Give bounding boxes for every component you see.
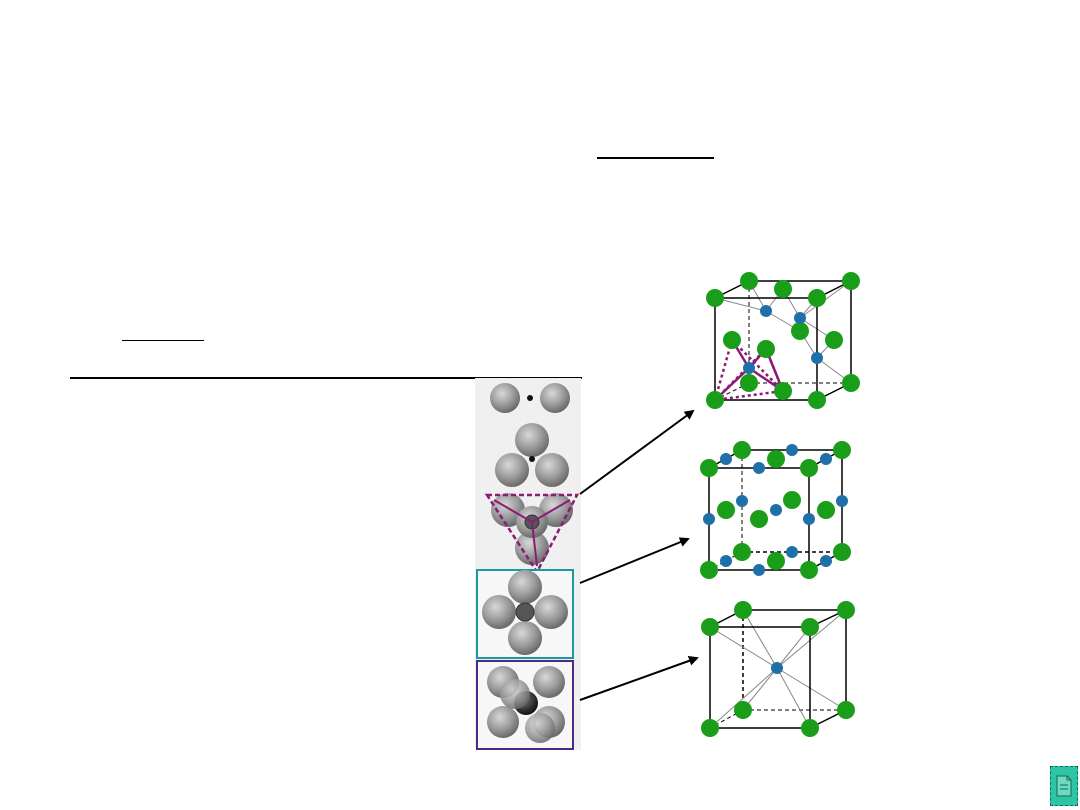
divider-line [70, 377, 582, 379]
tetrahedral-coordination-icon [484, 493, 580, 575]
body-centered-cell-icon [701, 601, 855, 737]
linear-coordination-icon [490, 383, 570, 413]
title-underline-left [122, 340, 204, 341]
title-underline-right [597, 157, 714, 159]
trigonal-coordination-icon [495, 423, 569, 487]
cubic-coordination-icon [476, 660, 574, 750]
coordination-strip [475, 378, 581, 750]
arrow-octahedral [579, 537, 690, 584]
document-nav-button[interactable] [1050, 766, 1078, 806]
arrow-tetrahedral [579, 409, 695, 495]
arrows [579, 409, 699, 701]
document-icon [1056, 775, 1072, 797]
arrow-cubic [579, 655, 699, 701]
zinc-blende-cell-icon [706, 272, 860, 409]
square-planar-coordination-icon [476, 569, 574, 659]
rock-salt-cell-icon [700, 441, 851, 579]
